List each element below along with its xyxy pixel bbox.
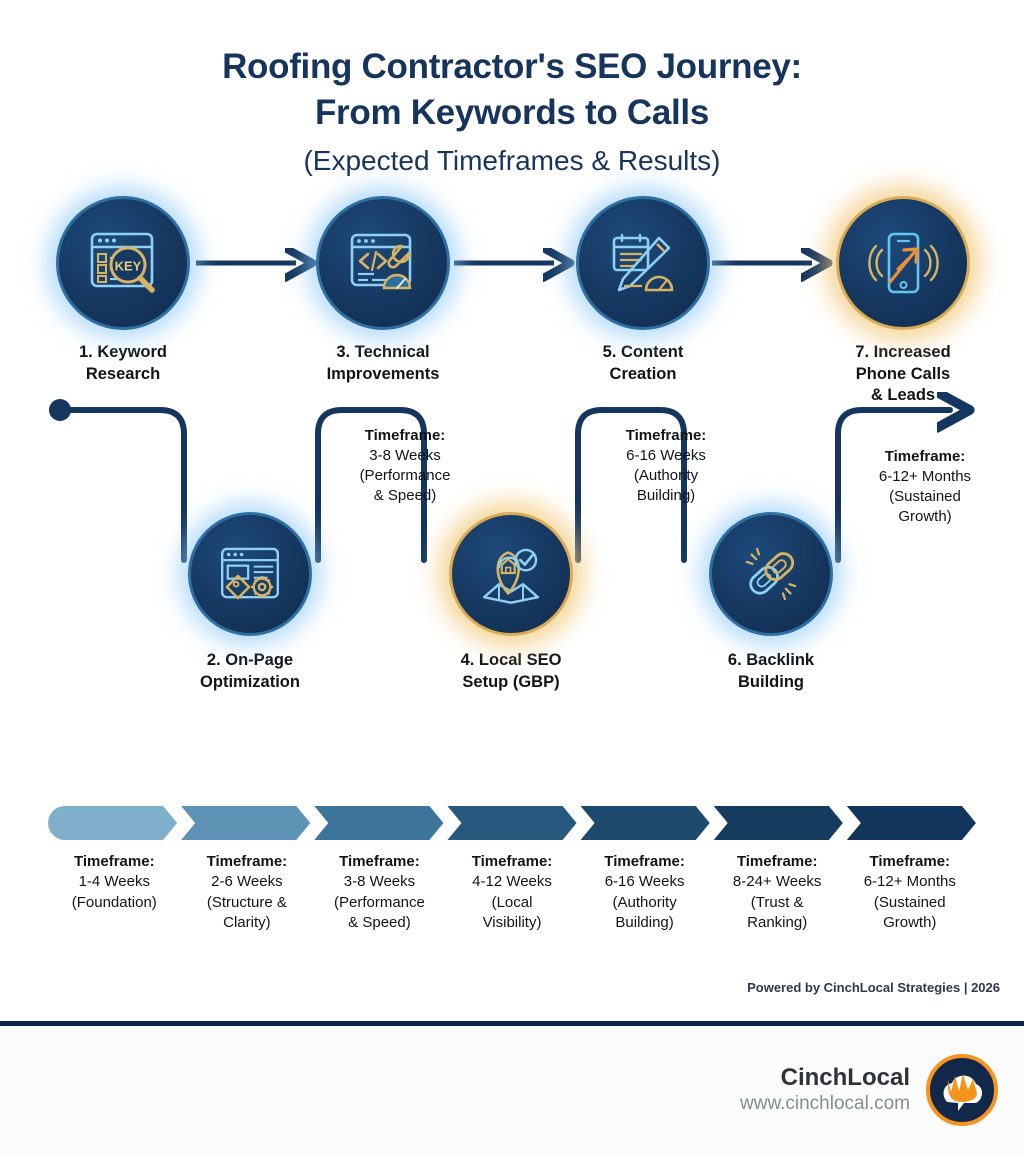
flow-step-7-circle-wrap (836, 196, 970, 331)
chain-link-icon (745, 548, 797, 601)
flow-step-6-circle[interactable] (709, 512, 833, 637)
timeline-label-head: Timeframe: (869, 853, 951, 870)
page-header: Roofing Contractor's SEO Journey: From K… (0, 0, 1024, 182)
flow-step-1-circle-wrap: KEY (56, 196, 190, 331)
timeline-label-line2: (Performance (334, 893, 425, 911)
flow-step-6-circle-wrap (709, 512, 833, 637)
timeline-label-head: Timeframe: (206, 853, 288, 870)
page-subtitle: (Expected Timeframes & Results) (303, 145, 721, 177)
timeline-label-line1: 8-24+ Weeks (732, 873, 822, 891)
timeline-label-head: Timeframe: (339, 853, 420, 870)
timeline-chevron[interactable] (48, 806, 177, 840)
flow-connectors (49, 200, 1024, 564)
flow-step-2-circle[interactable] (188, 512, 312, 637)
flow-step-3-circle[interactable] (316, 196, 450, 331)
timeline-label-line2: (Local (491, 893, 533, 911)
brand-url[interactable]: www.cinchlocal.com (740, 1092, 910, 1114)
timeline-chevron-row (48, 806, 976, 840)
flow-step-3-label: 3. Technical Improvements (326, 343, 440, 383)
timeline-label-line2: (Foundation) (71, 893, 157, 911)
flow-step-2-circle-wrap (188, 512, 312, 637)
seo-journey-flow: KEY 1. Keyword Research (0, 196, 1024, 760)
timeline-label-line1: 1-4 Weeks (78, 873, 150, 891)
page-title-line1: Roofing Contractor's SEO Journey: (222, 47, 802, 86)
timeline-label-line2: (Trust & (750, 893, 804, 911)
tag-gear-icon (220, 548, 280, 600)
crown-speech-bubble-icon (943, 1074, 982, 1111)
flow-step-2[interactable]: 2. On-Page Optimization (188, 512, 312, 691)
brand-text-block: CinchLocal www.cinchlocal.com (740, 1064, 910, 1115)
timeline-chevron[interactable] (181, 806, 310, 840)
timeline-chevron[interactable] (314, 806, 443, 840)
powered-by-text: Powered by CinchLocal Strategies | 2026 (747, 980, 1000, 995)
flow-step-2-label: 2. On-Page Optimization (200, 651, 300, 691)
brand-name: CinchLocal (780, 1064, 910, 1092)
timeline-label-cell: Timeframe: 2-6 Weeks (Structure & Clarity) (181, 852, 314, 934)
flow-step-4-label: 4. Local SEO Setup (GBP) (460, 651, 562, 691)
svg-text:KEY: KEY (115, 259, 142, 274)
flow-step-7[interactable]: 7. Increased Phone Calls & Leads (836, 196, 970, 404)
timeline-label-line3: Building) (615, 914, 674, 932)
timeline-label-line2: (Authority (612, 893, 677, 911)
timeline-label-line2: (Structure & (206, 893, 287, 911)
flow-step-7-label: 7. Increased Phone Calls & Leads (855, 343, 951, 405)
timeline-label-line1: 4-12 Weeks (472, 873, 552, 891)
flow-step-5-label: 5. Content Creation (602, 343, 684, 383)
timeline-label-cell: Timeframe: 1-4 Weeks (Foundation) (48, 852, 181, 934)
timeline-label-cell: Timeframe: 8-24+ Weeks (Trust & Ranking) (711, 852, 844, 934)
flow-step-4[interactable]: 4. Local SEO Setup (GBP) (449, 512, 573, 691)
timeline-chevron[interactable] (847, 806, 976, 840)
cinchlocal-logo[interactable] (926, 1054, 998, 1126)
timeline-label-line1: 3-8 Weeks (343, 873, 416, 891)
phone-growth-arrow-icon (868, 233, 939, 294)
flow-step-6[interactable]: 6. Backlink Building (709, 512, 833, 691)
page-title-line2: From Keywords to Calls (314, 93, 710, 133)
flow-step-5-circle-wrap (576, 196, 710, 331)
flow-step-1-circle[interactable]: KEY (56, 196, 190, 331)
timeline-label-head: Timeframe: (736, 853, 818, 870)
map-pin-house-check-icon (482, 549, 540, 605)
timeline-label-head: Timeframe: (73, 853, 155, 870)
timeline-label-line3: & Speed) (348, 914, 411, 932)
timeline-label-line1: 6-12+ Months (863, 873, 956, 891)
timeline-label-line3: Visibility) (482, 914, 542, 932)
flow-step-7-circle[interactable] (836, 196, 970, 331)
timeframe-timeline: Timeframe:1-4 Weeks(Foundation)Timeframe… (0, 806, 1024, 934)
keyword-search-icon: KEY (90, 233, 155, 294)
timeline-label-line1: 2-6 Weeks (211, 873, 283, 891)
timeline-label-row: Timeframe:1-4 Weeks(Foundation)Timeframe… (48, 852, 976, 934)
footer-divider (0, 1021, 1024, 1026)
inline-timeframe-note-2: Timeframe: 6-16 Weeks (Authority Buildin… (625, 427, 707, 504)
timeline-label-cell: Timeframe: 3-8 Weeks (Performance & Speed) (313, 852, 446, 934)
timeline-label-line3: Ranking) (747, 914, 808, 932)
timeline-label-line3: Growth) (883, 914, 937, 932)
notepad-pencil-gauge-icon (612, 234, 674, 292)
timeline-label-head: Timeframe: (604, 853, 685, 870)
flow-step-4-circle[interactable] (449, 512, 573, 637)
inline-timeframe-note-1: Timeframe: 3-8 Weeks (Performance & Spee… (359, 427, 451, 504)
flow-step-1[interactable]: KEY 1. Keyword Research (56, 196, 190, 383)
flow-step-3-circle-wrap (316, 196, 450, 331)
flow-step-6-label: 6. Backlink Building (727, 651, 815, 691)
timeline-chevron[interactable] (581, 806, 710, 840)
timeline-label-line2: (Sustained (873, 893, 946, 911)
flow-step-3[interactable]: 3. Technical Improvements (316, 196, 450, 383)
timeline-chevron[interactable] (447, 806, 576, 840)
timeline-label-line3: Clarity) (223, 914, 271, 932)
flow-step-1-label: 1. Keyword Research (78, 343, 168, 383)
flow-step-4-circle-wrap (449, 512, 573, 637)
code-wrench-gauge-icon (350, 234, 412, 290)
timeline-chevron[interactable] (714, 806, 843, 840)
timeline-label-line1: 6-16 Weeks (604, 873, 685, 891)
page-footer: CinchLocal www.cinchlocal.com (0, 1026, 1024, 1154)
flow-step-5[interactable]: 5. Content Creation (576, 196, 710, 383)
inline-timeframe-note-3: Timeframe: 6-12+ Months (Sustained Growt… (878, 448, 972, 525)
flow-step-5-circle[interactable] (576, 196, 710, 331)
timeline-label-head: Timeframe: (471, 853, 553, 870)
